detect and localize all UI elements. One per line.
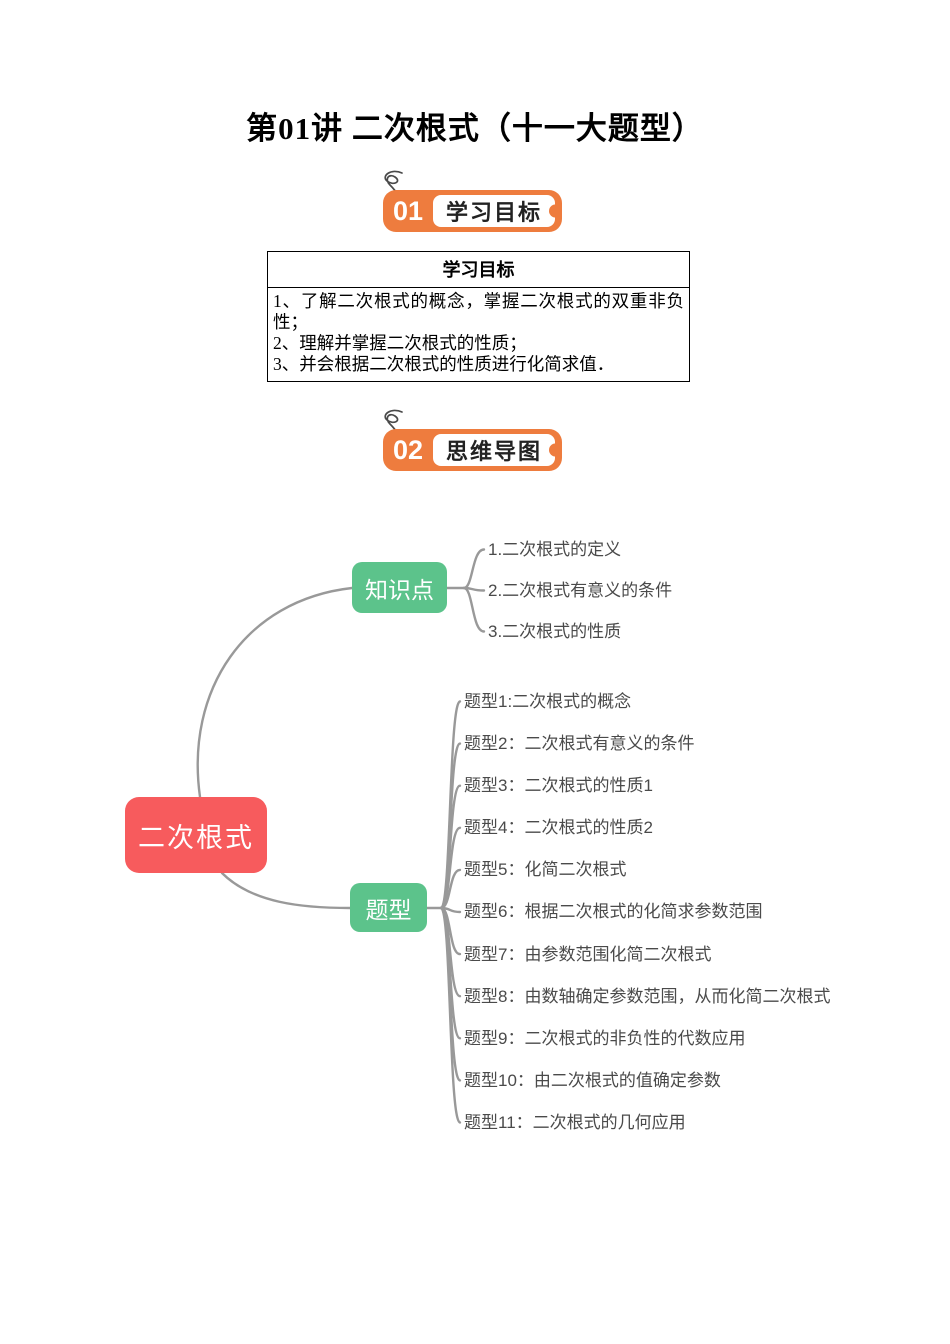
knowledge-branch-item: 3.二次根式的性质 bbox=[488, 622, 622, 641]
mindmap-root-node: 二次根式 bbox=[125, 797, 267, 873]
section-badge-01: 01 学习目标 bbox=[383, 170, 573, 236]
page-title: 第01讲 二次根式（十一大题型） bbox=[246, 111, 704, 146]
section-badge-02: 02 思维导图 bbox=[383, 409, 573, 475]
mindmap-knowledge-node: 知识点 bbox=[352, 562, 447, 613]
mindmap-types-node: 题型 bbox=[350, 883, 427, 932]
mindmap-connector-lines bbox=[196, 548, 486, 1124]
type-branch-item: 题型8：由数轴确定参数范围，从而化简二次根式 bbox=[464, 986, 831, 1006]
section-label-pill: 思维导图 bbox=[433, 434, 555, 466]
mindmap: 二次根式 知识点 题型 1.二次根式的定义 2.二次根式有意义的条件 3.二次根… bbox=[0, 520, 950, 1160]
type-branch-item: 题型10：由二次根式的值确定参数 bbox=[464, 1070, 721, 1090]
knowledge-branch-item: 2.二次根式有意义的条件 bbox=[488, 581, 673, 600]
section-number: 01 bbox=[392, 195, 424, 226]
type-branch-item: 题型11：二次根式的几何应用 bbox=[464, 1112, 686, 1132]
type-branch-item: 题型5：化简二次根式 bbox=[464, 860, 627, 880]
type-branch-item: 题型1:二次根式的概念 bbox=[464, 692, 632, 711]
goals-table-header: 学习目标 bbox=[268, 252, 689, 288]
knowledge-branch-list: 1.二次根式的定义 2.二次根式有意义的条件 3.二次根式的性质 bbox=[488, 539, 672, 642]
type-branch-item: 题型4：二次根式的性质2 bbox=[464, 818, 653, 838]
knowledge-branch-item: 1.二次根式的定义 bbox=[488, 540, 622, 559]
section-label: 学习目标 bbox=[445, 200, 542, 225]
goal-item: 1、了解二次根式的概念，掌握二次根式的双重非负性； bbox=[273, 291, 684, 332]
type-branch-item: 题型2：二次根式有意义的条件 bbox=[464, 734, 695, 754]
goals-table-body: 1、了解二次根式的概念，掌握二次根式的双重非负性； 2、理解并掌握二次根式的性质… bbox=[268, 288, 689, 381]
type-branch-item: 题型3：二次根式的性质1 bbox=[464, 776, 653, 796]
section-label-pill: 学习目标 bbox=[433, 195, 555, 227]
type-branch-item: 题型7：由参数范围化简二次根式 bbox=[464, 944, 712, 964]
type-branch-item: 题型6：根据二次根式的化简求参数范围 bbox=[464, 902, 763, 922]
goal-item: 2、理解并掌握二次根式的性质； bbox=[273, 333, 527, 353]
section-label: 思维导图 bbox=[445, 439, 542, 464]
type-branch-list: 题型1:二次根式的概念 题型2：二次根式有意义的条件 题型3：二次根式的性质1 … bbox=[464, 691, 830, 1133]
goal-item: 3、并会根据二次根式的性质进行化简求值． bbox=[273, 354, 615, 374]
badge-pill-container: 01 学习目标 bbox=[383, 190, 562, 232]
pill-notch bbox=[549, 204, 555, 218]
badge-pill-container: 02 思维导图 bbox=[383, 429, 562, 471]
learning-goals-table: 学习目标 1、了解二次根式的概念，掌握二次根式的双重非负性； 2、理解并掌握二次… bbox=[267, 251, 690, 382]
section-number: 02 bbox=[392, 434, 424, 465]
type-branch-item: 题型9：二次根式的非负性的代数应用 bbox=[464, 1028, 746, 1048]
pill-notch bbox=[549, 443, 555, 457]
